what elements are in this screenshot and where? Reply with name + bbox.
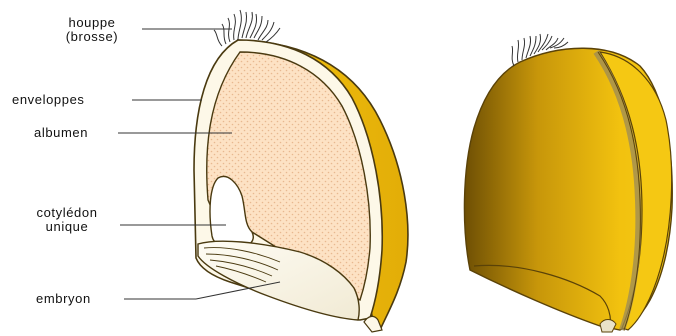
label-cotyledon-line1: cotylédon — [14, 206, 120, 220]
label-houppe: houppe (brosse) — [42, 16, 142, 44]
label-cotyledon-line2: unique — [14, 220, 120, 234]
grain-whole-base — [600, 320, 616, 333]
label-embryon: embryon — [36, 292, 91, 306]
label-albumen: albumen — [34, 126, 88, 140]
label-houppe-line1: houppe — [42, 16, 142, 30]
grain-whole — [464, 34, 672, 332]
label-enveloppes: enveloppes — [12, 93, 85, 107]
label-houppe-line2: (brosse) — [42, 30, 142, 44]
label-cotyledon: cotylédon unique — [14, 206, 120, 234]
grain-section — [194, 10, 408, 332]
